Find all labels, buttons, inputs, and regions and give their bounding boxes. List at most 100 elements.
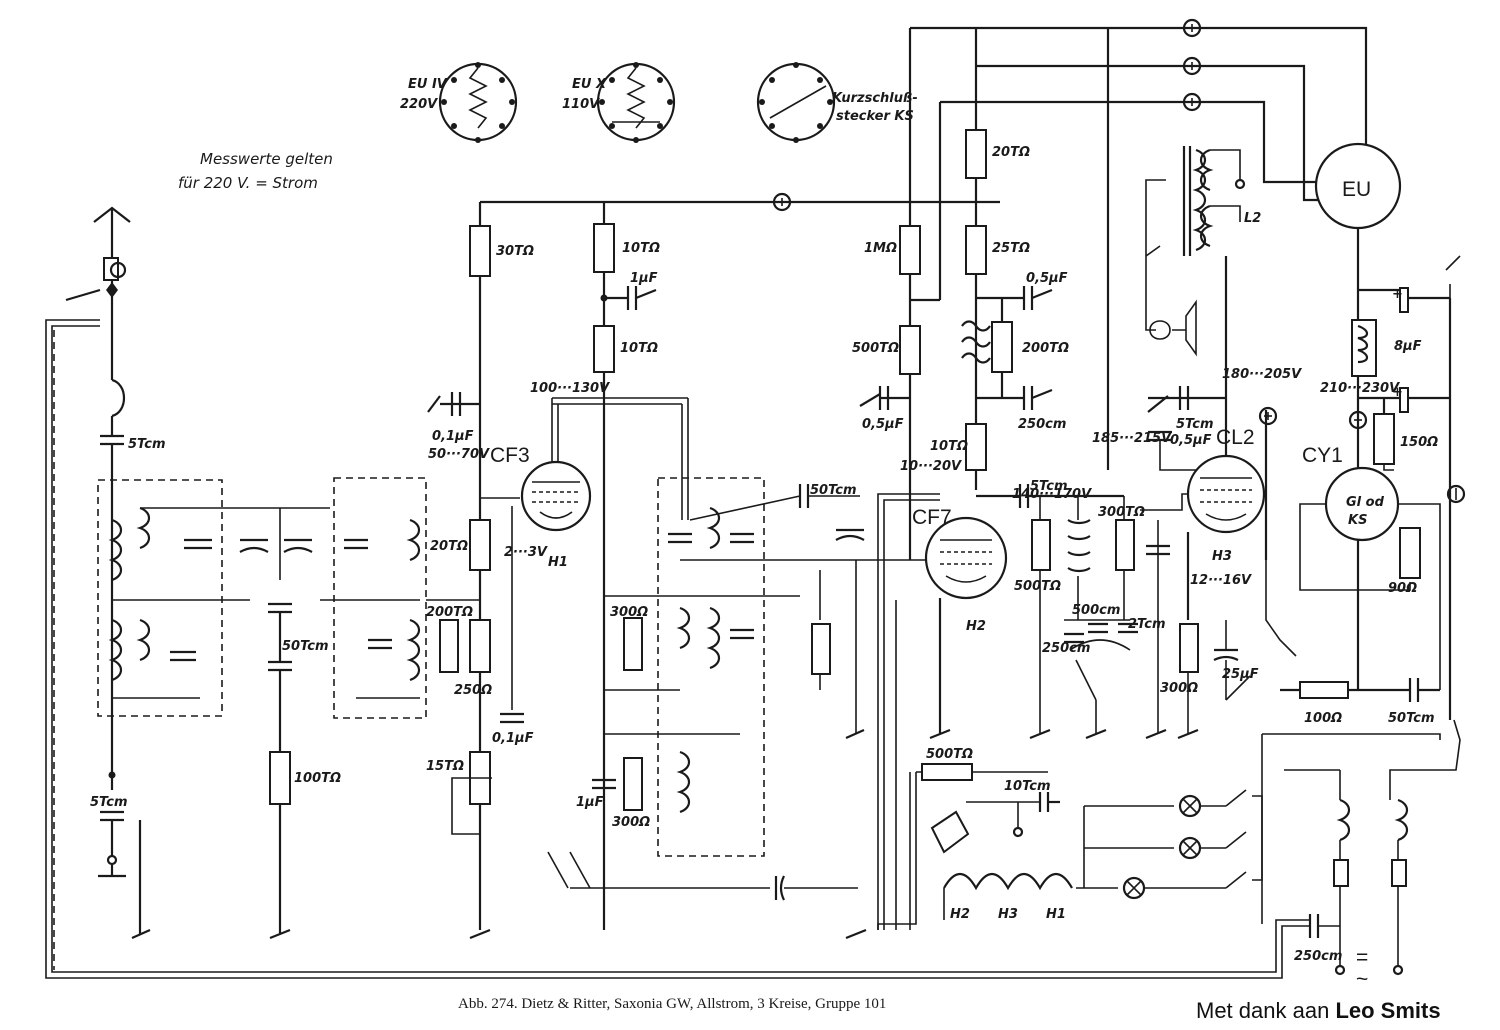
- label-r-100t: 100TΩ: [294, 771, 341, 786]
- label-v-210-230: 210···230V: [1320, 381, 1400, 396]
- label-c-01uf-a: 0,1µF: [432, 429, 474, 444]
- rf-coil-box: [320, 477, 427, 719]
- credit-name: Leo Smits: [1335, 998, 1441, 1023]
- cf7-stage: 1MΩ 20TΩ 25TΩ 0,5µF 500TΩ 200TΩ 250cm 0,…: [852, 28, 1170, 930]
- label-heater-h3: H3: [998, 907, 1018, 922]
- label-h2-tube: H2: [966, 619, 986, 634]
- label-gl-2: KS: [1348, 513, 1367, 528]
- label-r-500t-c: 500TΩ: [926, 747, 973, 762]
- label-c-01uf-b: 0,1µF: [492, 731, 534, 746]
- label-r-100: 100Ω: [1304, 711, 1342, 726]
- ac-symbol: ~: [1356, 968, 1368, 991]
- label-c-250cm-c: 250cm: [1294, 949, 1342, 964]
- label-r-500t-b: 500TΩ: [1014, 579, 1061, 594]
- tube-cf7: [924, 516, 1008, 600]
- plug-ks: Kurzschluß- stecker KS: [756, 62, 918, 143]
- tuning-capacitors: 50Tcm 100TΩ: [239, 508, 341, 940]
- label-r-500t-a: 500TΩ: [852, 341, 899, 356]
- figure-caption: Abb. 274. Dietz & Ritter, Saxonia GW, Al…: [458, 996, 887, 1012]
- label-l2: L2: [1244, 211, 1261, 226]
- label-c-250cm: 250cm: [1018, 417, 1066, 432]
- cl2-stage: L2 180···205V 185···215V 5Tcm 0,5µF CL2 …: [1092, 28, 1302, 740]
- label-h1-tube: H1: [548, 555, 568, 570]
- label-c-25uf: 25µF: [1222, 667, 1259, 682]
- label-eu10: EU X: [572, 77, 607, 92]
- label-r-300-c: 300Ω: [1160, 681, 1198, 696]
- label-tube-cf7: CF7: [912, 506, 952, 529]
- label-c-05uf-b: 0,5µF: [862, 417, 904, 432]
- label-r-10t-b: 10TΩ: [620, 341, 658, 356]
- label-r-150: 150Ω: [1400, 435, 1438, 450]
- label-c-10tcm: 10Tcm: [1004, 779, 1051, 794]
- cf3-stage: 30TΩ 10TΩ 1µF 10TΩ 100···130V 0,1µF 50··…: [426, 192, 1000, 940]
- label-r-20t-a: 20TΩ: [430, 539, 468, 554]
- heater-chain: H2 H3 H1: [943, 789, 1263, 922]
- plug-eu10: EU X 110V: [562, 62, 676, 143]
- label-c-1uf-a: 1µF: [630, 271, 658, 286]
- label-tube-cf3: CF3: [490, 444, 530, 467]
- tube-cf3: [520, 460, 592, 532]
- label-h3-tube: H3: [1212, 549, 1232, 564]
- label-r-200t: 200TΩ: [426, 605, 473, 620]
- label-v-50-70: 50···70V: [428, 447, 490, 462]
- label-c-50tcm-b: 50Tcm: [810, 483, 857, 498]
- label-c-8uf: 8µF: [1394, 339, 1422, 354]
- label-tube-cy1: CY1: [1302, 444, 1343, 467]
- label-r-250: 250Ω: [454, 683, 492, 698]
- plug-eu4: EU IV 220V: [400, 62, 518, 143]
- credit-prefix: Met dank aan: [1196, 998, 1330, 1023]
- label-ks-1: Kurzschluß-: [832, 91, 918, 106]
- label-c-2tcm: 2Tcm: [1128, 617, 1166, 632]
- label-v-180-205: 180···205V: [1222, 367, 1302, 382]
- label-v-185-215: 185···215V: [1092, 431, 1172, 446]
- label-r-25t: 25TΩ: [992, 241, 1030, 256]
- label-r-30t: 30TΩ: [496, 244, 534, 259]
- label-gl-1: Gl od: [1346, 495, 1385, 510]
- label-eu4: EU IV: [408, 77, 448, 92]
- label-r-300-a: 300Ω: [610, 605, 648, 620]
- label-r-15t: 15TΩ: [426, 759, 464, 774]
- shield-cf7: [877, 493, 940, 930]
- label-r-90: 90Ω: [1388, 581, 1417, 596]
- label-v-12-16: 12···16V: [1190, 573, 1252, 588]
- label-tube-eu: EU: [1342, 178, 1371, 201]
- label-eu10-volt: 110V: [562, 97, 600, 112]
- dc-symbol: =: [1356, 946, 1368, 969]
- mid-coil-box: 300Ω 300Ω 1µF 50Tcm: [547, 477, 950, 940]
- rectifier-stage: EU + 8µF 210···230V + 150Ω Gl od KS CY1 …: [1258, 142, 1466, 991]
- label-c-05uf-c: 0,5µF: [1170, 433, 1212, 448]
- label-c-5tcm-d: 5Tcm: [1176, 417, 1214, 432]
- label-v-140-170: 140···170V: [1012, 487, 1092, 502]
- label-r-300t: 300TΩ: [1098, 505, 1145, 520]
- label-c-50tcm-e: 50Tcm: [1388, 711, 1435, 726]
- label-c-5tcm-gnd: 5Tcm: [90, 795, 128, 810]
- plus-2: +: [1392, 385, 1403, 400]
- credit-line: Met dank aan Leo Smits: [1196, 998, 1441, 1024]
- label-v-2-3: 2···3V: [504, 545, 548, 560]
- label-heater-h2: H2: [950, 907, 970, 922]
- label-tube-cl2: CL2: [1216, 426, 1255, 449]
- shielded-cable: [45, 319, 1310, 979]
- label-r-10t-c: 10TΩ: [930, 439, 968, 454]
- label-c-5tcm-c: 5Tcm: [1030, 479, 1068, 494]
- label-r-20t-b: 20TΩ: [992, 145, 1030, 160]
- label-r-1m: 1MΩ: [864, 241, 897, 256]
- label-c-50tcm-mid: 50Tcm: [282, 639, 329, 654]
- label-r-300-b: 300Ω: [612, 815, 650, 830]
- plus-1: +: [1392, 287, 1403, 302]
- label-c-1uf-b: 1µF: [576, 795, 604, 810]
- measurement-note-1: Messwerte gelten: [200, 150, 333, 168]
- label-v-10-20: 10···20V: [900, 459, 962, 474]
- label-c-5tcm-ant: 5Tcm: [128, 437, 166, 452]
- label-heater-h1: H1: [1046, 907, 1066, 922]
- measurement-note-2: für 220 V. = Strom: [178, 174, 318, 192]
- antenna-section: 5Tcm 5Tcm: [65, 206, 166, 940]
- label-c-500cm: 500cm: [1072, 603, 1120, 618]
- label-ks-2: stecker KS: [836, 109, 914, 124]
- label-eu4-volt: 220V: [400, 97, 438, 112]
- label-c-05uf-a: 0,5µF: [1026, 271, 1068, 286]
- label-v-100-130: 100···130V: [530, 381, 610, 396]
- label-r-10t-a: 10TΩ: [622, 241, 660, 256]
- input-coil-box: [97, 479, 330, 717]
